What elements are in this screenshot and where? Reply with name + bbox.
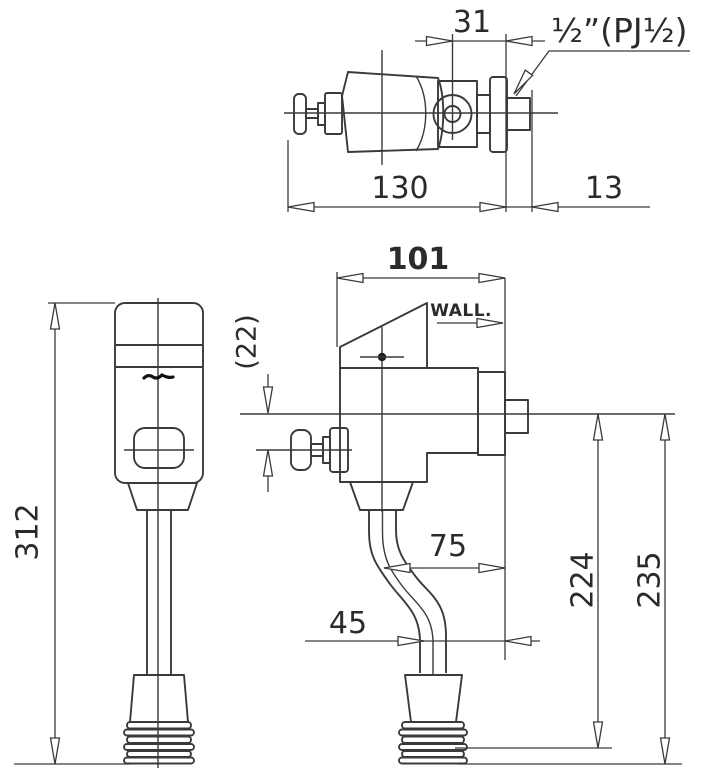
- flush-connection-front: [290, 427, 349, 473]
- outlet-pipe-centerline: [381, 510, 434, 676]
- sensor-body-side: [114, 302, 204, 484]
- dimension-22: (22): [232, 314, 274, 492]
- thread-nut-top: [506, 97, 531, 131]
- side-view: 312: [11, 298, 204, 768]
- dimension-31: 31: [415, 5, 545, 47]
- dim-45-label: 45: [329, 606, 367, 641]
- vacuum-breaker-outer-circle: [432, 94, 473, 134]
- dim-13-label: 13: [585, 171, 623, 206]
- wall-flange-top: [489, 76, 508, 153]
- dimension-45: 45: [305, 606, 540, 647]
- thread-nut-front: [504, 399, 529, 434]
- threaded-connector-front: [398, 674, 468, 765]
- valve-body-cone-face-arc: [415, 75, 427, 152]
- top-view: 31 ½”(PJ½) 130 13: [284, 5, 690, 213]
- brand-logo-mark: [142, 373, 175, 380]
- outlet-pipe-left-wall: [368, 510, 421, 673]
- front-view: 101 WALL. (22) 75 45: [232, 242, 682, 765]
- dimension-101: 101: [336, 242, 506, 347]
- sensor-window: [133, 427, 185, 469]
- dim-235-label: 235: [633, 551, 668, 608]
- valve-body-cone-top: [341, 71, 445, 153]
- dim-75-label: 75: [429, 529, 467, 564]
- thread-size-leader: ½”(PJ½): [509, 11, 690, 98]
- outlet-pipe-right-wall: [395, 510, 447, 673]
- thread-size-label: ½”(PJ½): [551, 11, 687, 50]
- dimension-224: 224: [455, 413, 612, 749]
- valve-neck-top: [476, 94, 491, 134]
- tailpiece-front: [349, 481, 414, 511]
- dimension-75: 75: [383, 529, 506, 574]
- push-button-top: [293, 92, 343, 135]
- tailpiece-side: [127, 482, 198, 511]
- dim-22-label: (22): [232, 314, 263, 369]
- dim-130-label: 130: [371, 171, 428, 206]
- dimension-130-13: 130 13: [287, 34, 650, 213]
- dim-312-label: 312: [11, 503, 46, 560]
- vacuum-breaker-inner-circle: [443, 105, 462, 123]
- dimension-312: 312: [11, 302, 130, 765]
- dim-224-label: 224: [566, 551, 601, 608]
- sensor-cover-outline: [339, 302, 428, 368]
- dim-31-label: 31: [453, 5, 491, 40]
- wall-label: WALL.: [430, 301, 492, 321]
- threaded-connector-side: [123, 674, 195, 765]
- dimension-235: 235: [458, 413, 682, 765]
- dim-101-label: 101: [387, 242, 450, 277]
- valve-body-front: [339, 367, 479, 483]
- wall-annotation: WALL.: [430, 301, 504, 329]
